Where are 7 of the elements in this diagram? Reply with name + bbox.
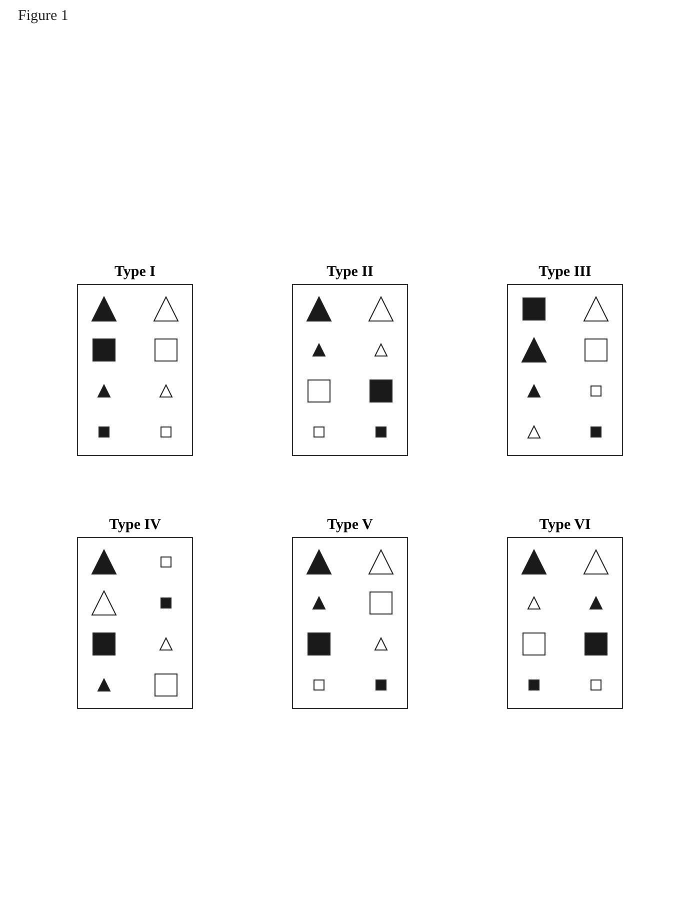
figure-title: Figure 1 (18, 8, 68, 25)
panel-heading: Type III (538, 263, 592, 282)
panel-heading: Type I (114, 263, 156, 282)
panel-heading: Type VI (538, 516, 592, 535)
panel-heading: Type II (326, 263, 374, 282)
panel-heading: Type IV (108, 516, 162, 535)
panel-heading: Type V (326, 516, 374, 535)
